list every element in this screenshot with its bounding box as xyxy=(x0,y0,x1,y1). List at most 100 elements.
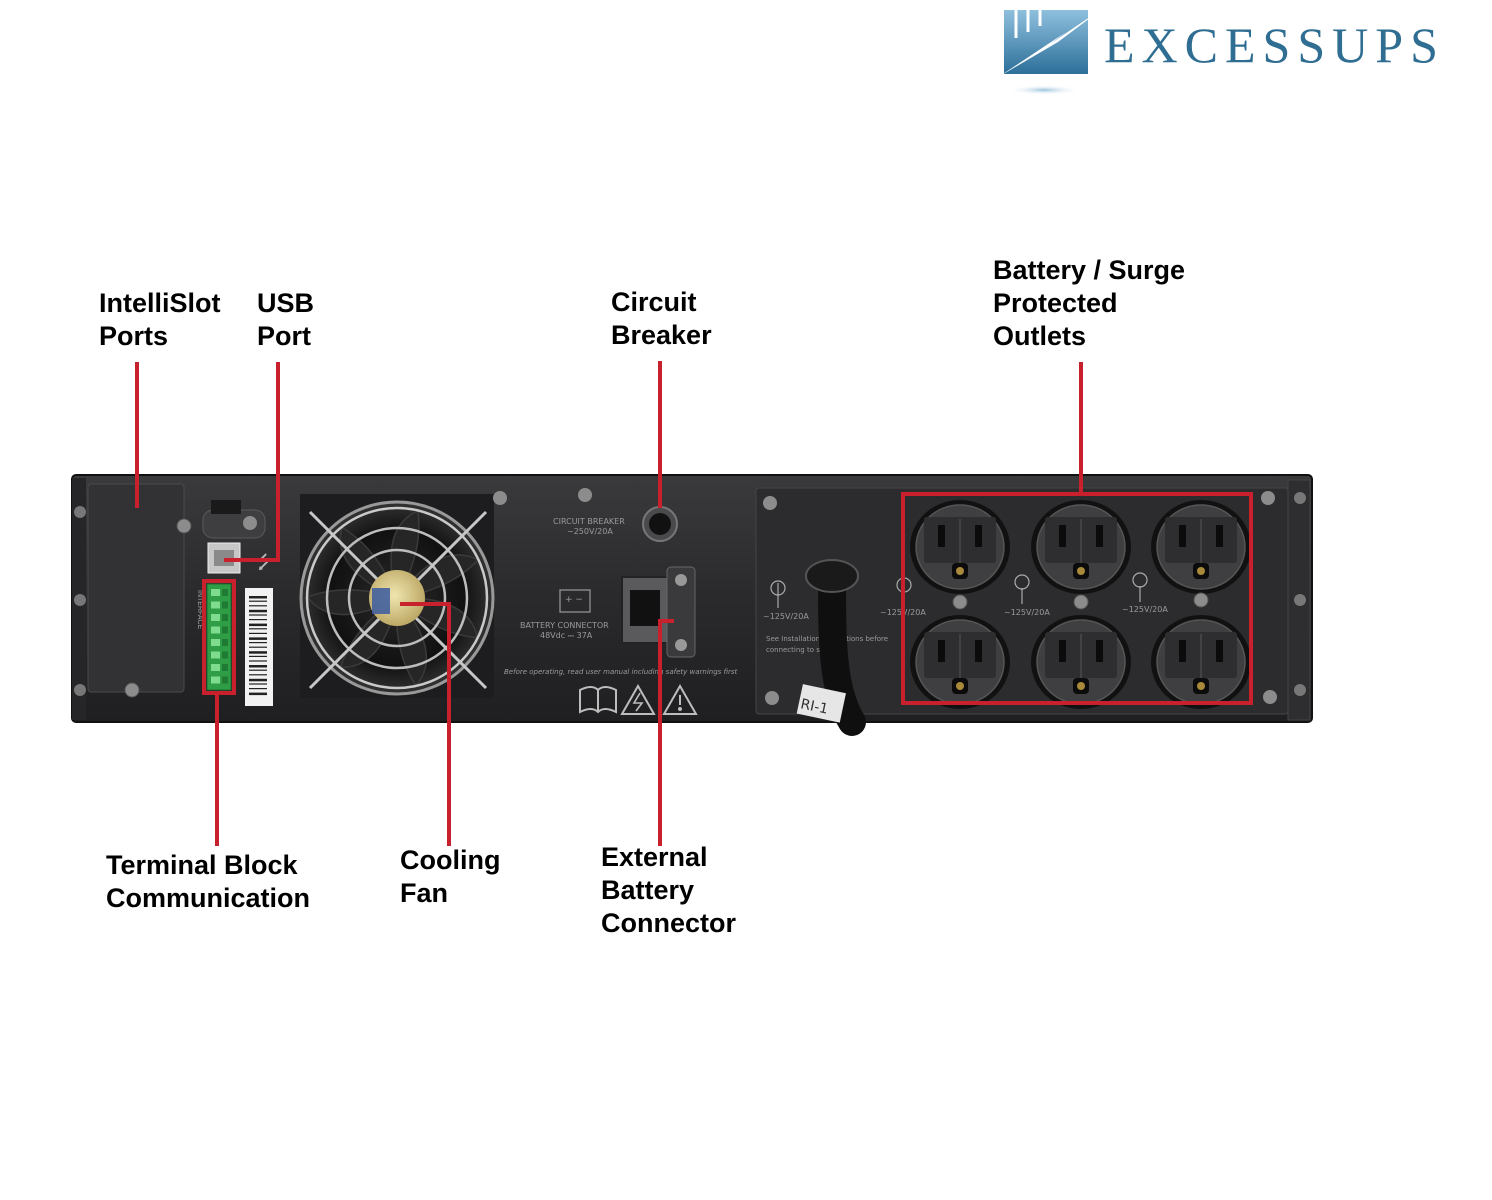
barcode-bar xyxy=(249,609,267,613)
barcode-bar xyxy=(249,619,267,621)
barcode-bar xyxy=(249,600,267,602)
barcode-bar xyxy=(249,646,267,648)
ground-icon xyxy=(1132,572,1148,602)
barcode-bar xyxy=(249,637,267,640)
screw xyxy=(763,496,777,510)
terminal-pin-slot xyxy=(222,589,228,596)
fan-grille-ring xyxy=(325,526,469,670)
screw xyxy=(243,516,257,530)
logo-mark-icon xyxy=(1000,6,1106,95)
callout-circuit-breaker: Circuit Breaker xyxy=(611,287,712,350)
screw xyxy=(1261,491,1275,505)
barcode-bar xyxy=(249,596,267,599)
manual-icon xyxy=(579,686,617,714)
svg-text:+ −: + − xyxy=(565,595,583,605)
fan-grille-ring xyxy=(347,548,447,648)
terminal-pin xyxy=(211,651,220,659)
outlet xyxy=(1151,615,1251,709)
barcode-bar xyxy=(249,614,267,616)
screw xyxy=(1263,690,1277,704)
terminal-pin xyxy=(211,589,220,596)
usb-symbol-icon: ⭍ xyxy=(256,552,271,573)
outlet xyxy=(1031,500,1131,594)
callout-terminal-block: Terminal Block Communication xyxy=(106,850,311,913)
callout-usb-port: USB Port xyxy=(257,288,315,351)
terminal-pin xyxy=(211,664,220,671)
barcode-bar xyxy=(249,688,267,690)
terminal-pin xyxy=(211,601,220,609)
callout-outlets: Battery / Surge Protected Outlets xyxy=(993,255,1186,351)
barcode-bar xyxy=(249,665,267,668)
terminal-pin xyxy=(211,614,220,621)
barcode-bar xyxy=(249,605,267,607)
screw xyxy=(1294,684,1306,696)
brand-logo: EXCESSUPS xyxy=(996,2,1488,98)
screw xyxy=(1294,492,1306,504)
callout-cooling-fan: Cooling Fan xyxy=(400,845,501,908)
barcode-bar xyxy=(249,655,267,657)
terminal-pin-slot xyxy=(222,651,228,659)
barcode-bar xyxy=(249,674,267,676)
warning-icon xyxy=(662,683,698,715)
callout-intellislot-ports: IntelliSlot Ports xyxy=(99,288,221,351)
terminal-pin-slot xyxy=(222,601,228,609)
terminal-pin xyxy=(211,676,220,684)
breaker-label-text: CIRCUIT BREAKER xyxy=(553,517,625,526)
intellislot-cover xyxy=(87,483,185,693)
screw xyxy=(74,684,86,696)
warning-text: Before operating, read user manual inclu… xyxy=(504,668,738,676)
barcode-bar xyxy=(249,642,267,644)
ground-icon xyxy=(770,580,786,608)
barcode-bar xyxy=(249,628,267,630)
screw xyxy=(765,691,779,705)
usb-callout-line xyxy=(224,362,280,562)
barcode-bar xyxy=(249,692,267,696)
barcode-bar xyxy=(249,651,267,654)
install-note-text: connecting to supply xyxy=(766,646,839,654)
screw xyxy=(493,491,507,505)
electrical-hazard-icon xyxy=(620,683,656,715)
screw xyxy=(74,594,86,606)
ground-icon xyxy=(1014,574,1030,604)
terminal-pin-slot xyxy=(222,626,228,634)
brand-name: EXCESSUPS xyxy=(1104,17,1445,73)
barcode-bar xyxy=(249,683,267,685)
battery-connector-rating-text: 48Vdc ⎓ 37A xyxy=(540,631,593,640)
outlets-highlight-box xyxy=(901,492,1253,705)
outlet xyxy=(910,615,1010,709)
terminal-pin xyxy=(211,626,220,634)
barcode-bar xyxy=(249,669,267,671)
cable-tag-text: RI-1 xyxy=(799,696,830,717)
terminal-pin-slot xyxy=(222,664,228,671)
terminal-pin-slot xyxy=(222,614,228,621)
terminal-pin-slot xyxy=(222,639,228,646)
power-cord-grommet xyxy=(805,559,859,593)
screw xyxy=(124,682,140,698)
screw xyxy=(952,594,968,610)
screw xyxy=(176,518,192,534)
barcode-bar xyxy=(249,623,267,627)
outlet xyxy=(1151,500,1251,594)
barcode-bar xyxy=(249,678,267,682)
screw xyxy=(1294,594,1306,606)
terminal-pin xyxy=(211,639,220,646)
outlet-rating-text: ~125V/20A xyxy=(763,612,809,621)
screw xyxy=(578,488,592,502)
outlet-rating-text: ~125V/20A xyxy=(1122,605,1168,614)
interface-label: INTERFACE xyxy=(196,590,203,630)
terminal-block xyxy=(206,583,232,691)
outlet-rating-text: ~125V/20A xyxy=(1004,608,1050,617)
callout-external-battery-connector: External Battery Connector xyxy=(601,842,736,938)
outlet xyxy=(910,500,1010,594)
barcode-bar xyxy=(249,660,267,662)
screw xyxy=(74,506,86,518)
battery-connector-label-text: BATTERY CONNECTOR xyxy=(520,621,609,630)
screw xyxy=(675,574,687,586)
screw xyxy=(675,639,687,651)
breaker-rating-text: ~250V/20A xyxy=(567,527,613,536)
terminal-pin-slot xyxy=(222,676,228,684)
battery-connector-callout-line xyxy=(658,619,674,846)
fan-grille-ring xyxy=(305,506,489,690)
fan-callout-line xyxy=(400,602,451,846)
